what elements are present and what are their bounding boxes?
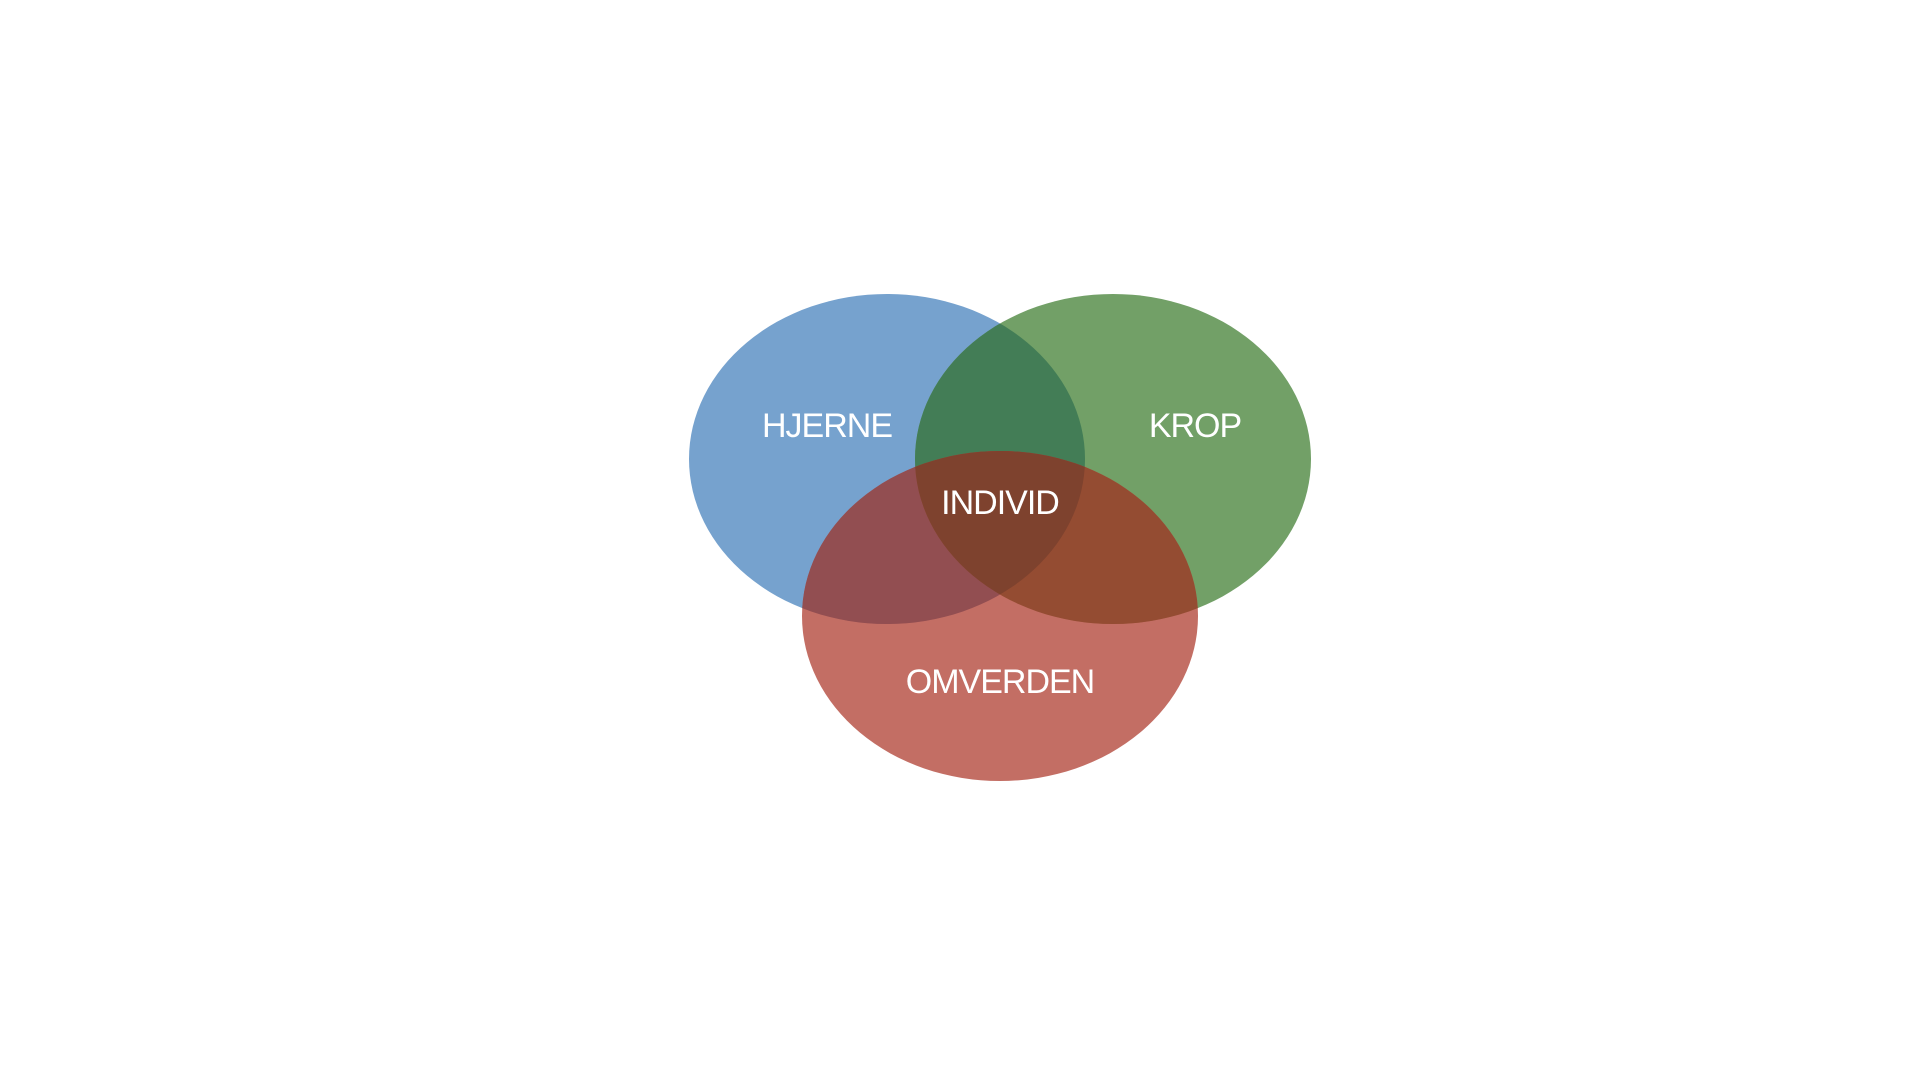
label-hjerne: HJERNE <box>762 407 892 445</box>
label-omverden: OMVERDEN <box>906 663 1094 701</box>
label-krop: KROP <box>1149 407 1241 445</box>
label-individ: INDIVID <box>941 484 1059 522</box>
